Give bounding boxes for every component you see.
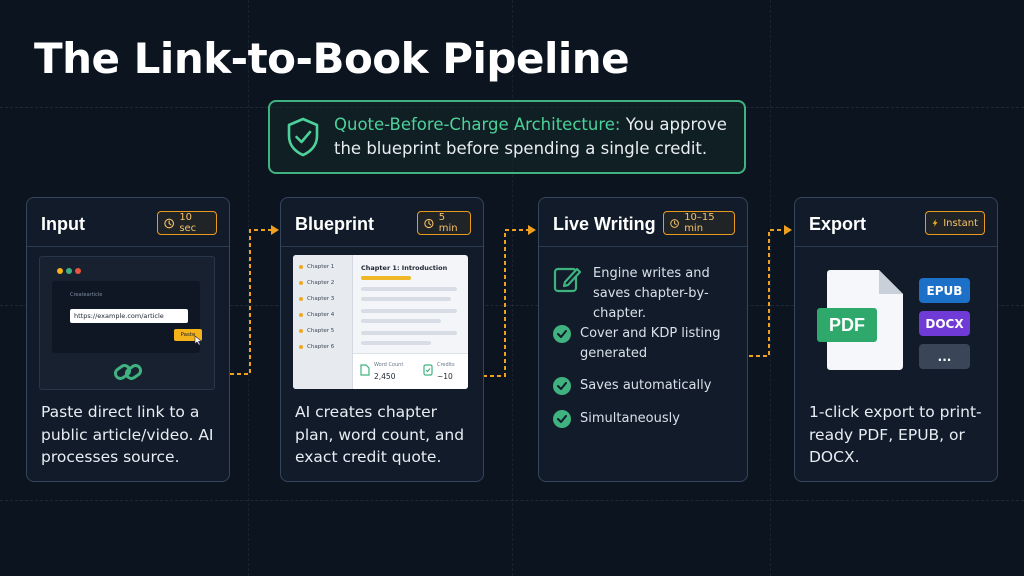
clock-icon [164, 218, 175, 228]
badge-label: Instant [943, 217, 978, 229]
list-item-text: Cover and KDP listing generated [580, 326, 721, 361]
blueprint-stats: Word Count 2,450 Credits ~10 [353, 353, 468, 389]
quote-before-charge-banner: Quote-Before-Charge Architecture: You ap… [268, 100, 746, 174]
text-line [361, 331, 457, 335]
window-dot [66, 268, 72, 274]
stage-card-input: Input 10 sec Createarticle https://examp… [26, 197, 230, 482]
text-line [361, 341, 431, 345]
badge-label: 10–15 min [684, 212, 715, 234]
stage-title: Live Writing [553, 214, 656, 234]
blueprint-main-title: Chapter 1: Introduction [361, 264, 448, 272]
format-pill-docx: DOCX [919, 311, 970, 336]
live-writing-intro: Engine writes and saves chapter-by-chapt… [553, 264, 747, 324]
grid-line [512, 0, 513, 576]
format-pill-more: ... [919, 344, 970, 369]
divider [281, 246, 483, 247]
credit-icon [423, 364, 433, 376]
stage-description: 1-click export to print-ready PDF, EPUB,… [809, 403, 982, 466]
chapter-item: Chapter 5 [299, 328, 334, 334]
list-item: Cover and KDP listing generated [553, 324, 739, 364]
stage-card-live-writing: Live Writing 10–15 min Engine writes and… [538, 197, 748, 482]
check-icon [553, 410, 571, 428]
window-dot [75, 268, 81, 274]
lightning-icon [932, 219, 938, 227]
stage-title: Export [809, 214, 867, 234]
list-item: Saves automatically [553, 376, 711, 396]
badge-label: 5 min [438, 212, 458, 234]
grid-line [770, 0, 771, 576]
grid-line [0, 305, 1024, 306]
stage-description: Paste direct link to a public article/vi… [41, 403, 214, 466]
time-badge: 10–15 min [663, 211, 735, 235]
text-line [361, 276, 411, 280]
flow-connector-3 [749, 225, 792, 357]
clock-icon [424, 218, 434, 228]
credits-label: Credits [437, 362, 455, 368]
flow-connector-1 [230, 225, 279, 375]
text-line [361, 297, 451, 301]
text-line [361, 319, 441, 323]
blueprint-illustration: Chapter 1 Chapter 2 Chapter 3 Chapter 4 … [293, 255, 468, 389]
edit-icon [553, 267, 582, 293]
grid-line [0, 500, 1024, 501]
text-line [361, 287, 457, 291]
chapter-item: Chapter 2 [299, 280, 334, 286]
document-icon [360, 364, 370, 376]
window-dot [57, 268, 63, 274]
divider [795, 246, 997, 247]
stage-card-export: Export Instant PDF EPUB DOCX ... 1-click… [794, 197, 998, 482]
url-input: https://example.com/article [70, 309, 188, 323]
format-pill-epub: EPUB [919, 278, 970, 303]
list-item-text: Simultaneously [580, 411, 680, 426]
time-badge: Instant [925, 211, 985, 235]
time-badge: 10 sec [157, 211, 217, 235]
check-icon [553, 377, 571, 395]
flow-connector-2 [483, 225, 536, 377]
list-item-text: Saves automatically [580, 378, 712, 393]
chapter-item: Chapter 1 [299, 264, 334, 270]
banner-accent-text: Quote-Before-Charge Architecture: [334, 115, 621, 134]
input-illustration: Createarticle https://example.com/articl… [39, 256, 215, 390]
time-badge: 5 min [417, 211, 471, 235]
divider [27, 246, 229, 247]
mini-browser-window: Createarticle https://example.com/articl… [52, 281, 203, 353]
grid-line [248, 0, 249, 576]
word-count-label: Word Count [374, 362, 404, 368]
credits-value: ~10 [437, 372, 453, 381]
stage-card-blueprint: Blueprint 5 min Chapter 1 Chapter 2 Chap… [280, 197, 484, 482]
badge-label: 10 sec [179, 212, 197, 234]
page-title: The Link-to-Book Pipeline [34, 34, 630, 83]
stage-title: Blueprint [295, 214, 374, 234]
list-item: Simultaneously [553, 409, 680, 429]
clock-icon [670, 218, 679, 228]
divider [539, 246, 747, 247]
link-icon [113, 364, 143, 380]
chapter-item: Chapter 6 [299, 344, 334, 350]
banner-rest-text: You approve the blueprint before spendin… [334, 115, 727, 158]
banner-text: Quote-Before-Charge Architecture: You ap… [334, 113, 744, 161]
stage-description: AI creates chapter plan, word count, and… [295, 403, 465, 466]
check-icon [553, 325, 571, 343]
chapter-sidebar: Chapter 1 Chapter 2 Chapter 3 Chapter 4 … [293, 255, 353, 389]
chapter-item: Chapter 4 [299, 312, 334, 318]
live-writing-intro-text: Engine writes and saves chapter-by-chapt… [593, 266, 710, 321]
pdf-label: PDF [817, 308, 877, 342]
shield-check-icon [287, 117, 319, 157]
mini-caption: Createarticle [70, 292, 103, 298]
chapter-item: Chapter 3 [299, 296, 334, 302]
text-line [361, 309, 457, 313]
cursor-icon [194, 335, 203, 346]
word-count-value: 2,450 [374, 372, 396, 381]
stage-title: Input [41, 214, 85, 234]
